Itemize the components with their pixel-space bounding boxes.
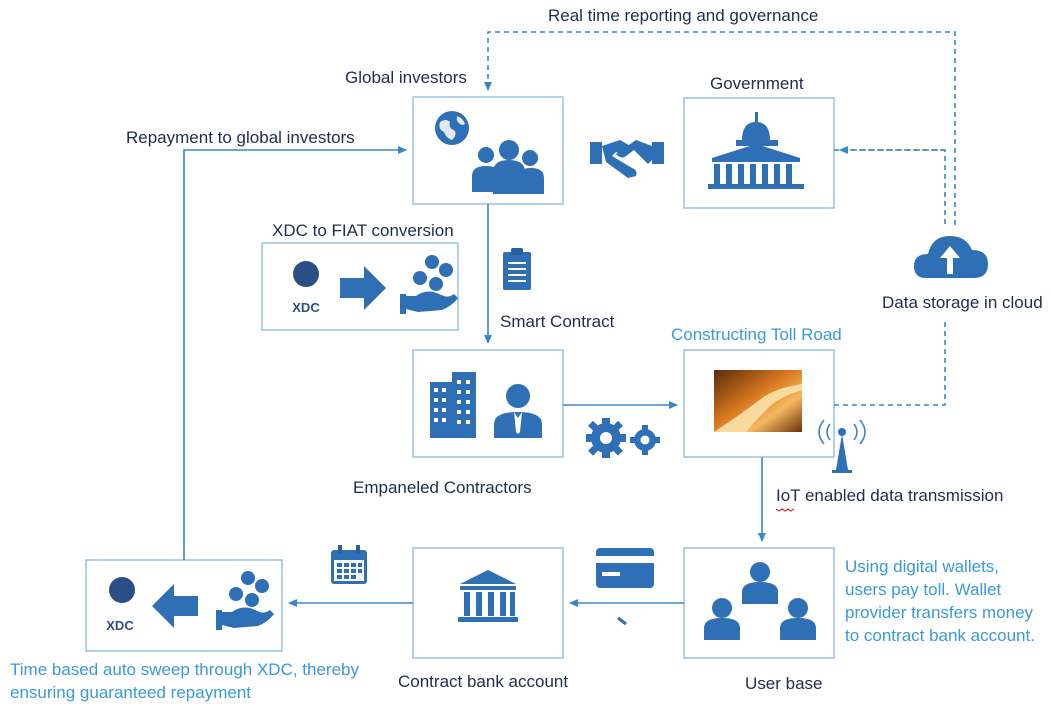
- spellcheck-underline: [775, 508, 795, 512]
- calendar-icon: [331, 545, 367, 584]
- cloud-to-government-connector: [834, 149, 946, 225]
- svg-text:X: X: [301, 266, 311, 282]
- global-investors-label: Global investors: [345, 68, 467, 87]
- gears-icon: [586, 418, 660, 458]
- cloud-upload-icon: [914, 236, 988, 278]
- xdc-text-top: XDC: [292, 300, 320, 315]
- money-hand-icon-bottom: [216, 571, 274, 630]
- document-icon: [503, 248, 531, 290]
- constructing-toll-road-label: Constructing Toll Road: [671, 325, 842, 344]
- digital-wallets-label: Using digital wallets, users pay toll. W…: [845, 557, 1035, 645]
- government-label: Government: [710, 74, 804, 93]
- data-storage-label: Data storage in cloud: [882, 293, 1043, 312]
- credit-card-icon: [596, 548, 654, 626]
- xdc-text-bottom: XDC: [106, 618, 134, 633]
- smart-contract-label: Smart Contract: [500, 312, 615, 331]
- xdc-logo-top: X XDC: [292, 261, 320, 315]
- capitol-building-icon: [708, 112, 804, 189]
- svg-text:X: X: [117, 582, 127, 598]
- repayment-label: Repayment to global investors: [126, 128, 355, 147]
- road-image: [714, 370, 802, 432]
- user-group-icon: [704, 562, 816, 640]
- antenna-icon: [818, 419, 866, 473]
- left-arrow-icon: [152, 584, 198, 628]
- right-arrow-icon: [340, 266, 386, 310]
- buildings-person-icon: [430, 372, 542, 438]
- empaneled-contractors-label: Empaneled Contractors: [353, 478, 532, 497]
- globe-people-icon: [435, 111, 544, 194]
- realtime-reporting-label: Real time reporting and governance: [548, 6, 819, 25]
- toll-to-cloud-connector: [834, 320, 946, 406]
- xdc-fiat-label: XDC to FIAT conversion: [272, 221, 454, 240]
- user-base-label: User base: [745, 674, 823, 693]
- handshake-icon: [590, 140, 664, 178]
- bank-icon: [458, 570, 518, 622]
- iot-label: IoT enabled data transmission: [776, 486, 1004, 505]
- repayment-arrow: [183, 146, 407, 560]
- contract-bank-account-label: Contract bank account: [398, 672, 569, 691]
- realtime-reporting-connector: [484, 31, 956, 225]
- time-based-sweep-label: Time based auto sweep through XDC, there…: [10, 660, 360, 702]
- xdc-logo-bottom: X XDC: [106, 577, 135, 633]
- money-hand-icon: [400, 255, 458, 314]
